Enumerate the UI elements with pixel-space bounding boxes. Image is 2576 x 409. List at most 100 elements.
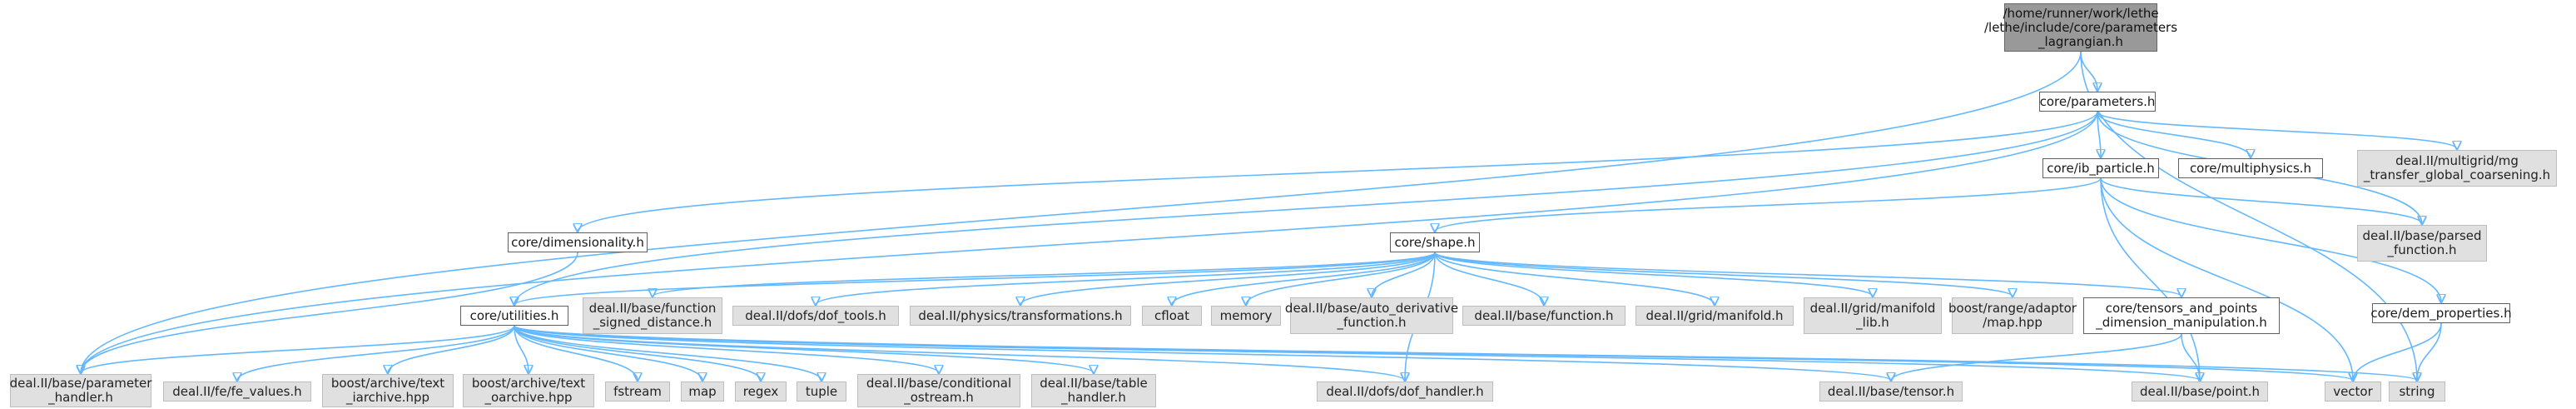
node-label-line: memory	[1219, 307, 1273, 323]
node-label-line: core/shape.h	[1394, 234, 1476, 250]
edge-shape-to-manifold_lib	[1434, 252, 1873, 297]
node-vector[interactable]: vector	[2325, 382, 2381, 402]
node-label-line: boost/archive/text	[330, 376, 445, 391]
node-label-line: regex	[742, 383, 779, 399]
node-dem-properties[interactable]: core/dem_properties.h	[2370, 303, 2512, 323]
node-label-line: deal.II/multigrid/mg	[2395, 153, 2519, 168]
node-label-line: fstream	[613, 383, 662, 399]
node-lagrangian[interactable]: /home/runner/work/lethe/lethe/include/co…	[1984, 3, 2177, 52]
node-function[interactable]: deal.II/base/function.h	[1462, 306, 1626, 326]
node-label-line: deal.II/base/conditional	[866, 376, 1012, 391]
node-dof-tools[interactable]: deal.II/dofs/dof_tools.h	[732, 306, 899, 326]
node-label-line: deal.II/grid/manifold.h	[1645, 307, 1784, 323]
edge-utilities-to-tuple	[514, 325, 821, 381]
edge-ib_particle-to-dem_properties	[2100, 177, 2441, 302]
node-parameters[interactable]: core/parameters.h	[2039, 92, 2156, 112]
node-label-line: deal.II/base/point.h	[2139, 383, 2261, 399]
node-label-line: core/tensors_and_points	[2105, 301, 2258, 316]
node-dimensionality[interactable]: core/dimensionality.h	[508, 232, 648, 252]
node-label-line: core/parameters.h	[2039, 93, 2156, 109]
node-auto-derivative[interactable]: deal.II/base/auto_derivative_function.h	[1285, 297, 1458, 334]
node-fstream[interactable]: fstream	[605, 382, 670, 402]
node-ib-particle[interactable]: core/ib_particle.h	[2042, 158, 2159, 178]
edge-dimensionality-to-parameter_handler	[81, 252, 578, 373]
edge-shape-to-cfloat	[1172, 252, 1436, 305]
node-parameter-handler[interactable]: deal.II/base/parameter_handler.h	[10, 374, 151, 407]
node-tensor[interactable]: deal.II/base/tensor.h	[1819, 382, 1963, 402]
node-label-line: _lagrangian.h	[2038, 33, 2123, 49]
node-point[interactable]: deal.II/base/point.h	[2132, 382, 2268, 402]
node-label-line: core/dimensionality.h	[511, 234, 644, 250]
edge-parameters-to-parameter_handler	[81, 111, 2098, 373]
node-multiphysics[interactable]: core/multiphysics.h	[2178, 158, 2323, 178]
node-label-line: _transfer_global_coarsening.h	[2363, 167, 2551, 182]
node-text-iarchive[interactable]: boost/archive/text_iarchive.hpp	[322, 374, 454, 407]
node-conditional-ostream[interactable]: deal.II/base/conditional_ostream.h	[857, 374, 1020, 407]
node-label-line: /map.hpp	[1983, 315, 2042, 330]
node-label-line: deal.II/base/function	[588, 301, 717, 316]
node-label-line: _function.h	[1337, 315, 1407, 330]
node-table-handler[interactable]: deal.II/base/table_handler.h	[1031, 374, 1156, 407]
node-utilities[interactable]: core/utilities.h	[460, 306, 568, 326]
edge-shape-to-function	[1434, 252, 1544, 305]
node-label-line: deal.II/fe/fe_values.h	[172, 383, 302, 399]
node-label-line: _oarchive.hpp	[484, 390, 573, 405]
edge-utilities-to-text_iarchive	[388, 325, 515, 373]
node-transformations[interactable]: deal.II/physics/transformations.h	[910, 306, 1131, 326]
edge-utilities-to-table_handler	[514, 325, 1094, 373]
node-label-line: /lethe/include/core/parameters	[1983, 19, 2178, 35]
node-signed-distance[interactable]: deal.II/base/function_signed_distance.h	[583, 297, 722, 334]
node-label-line: core/utilities.h	[469, 307, 559, 323]
edge-utilities-to-conditional_ostream	[514, 325, 939, 373]
edge-ib_particle-to-point	[2100, 177, 2200, 381]
node-string[interactable]: string	[2389, 382, 2445, 402]
node-parsed-function[interactable]: deal.II/base/parsed_function.h	[2357, 225, 2487, 262]
edge-shape-to-manifold	[1434, 252, 1715, 305]
edge-parameters-to-ib_particle	[2097, 111, 2101, 157]
node-label-line: boost/archive/text	[471, 376, 586, 391]
edge-shape-to-dof_tools	[816, 252, 1436, 305]
edge-shape-to-transformations	[1020, 252, 1436, 305]
node-label-line: deal.II/base/auto_derivative	[1284, 301, 1459, 316]
node-map-hpp[interactable]: boost/range/adaptor/map.hpp	[1948, 297, 2077, 334]
node-dof-handler[interactable]: deal.II/dofs/dof_handler.h	[1317, 382, 1493, 402]
node-mg-transfer[interactable]: deal.II/multigrid/mg_transfer_global_coa…	[2357, 150, 2557, 187]
node-label-line: tuple	[805, 383, 838, 399]
node-label-line: deal.II/base/parameter	[9, 376, 152, 391]
node-label-line: _function.h	[2387, 242, 2457, 257]
node-label-line: core/ib_particle.h	[2047, 160, 2155, 176]
node-label-line: deal.II/base/table	[1040, 376, 1148, 391]
node-label-line: deal.II/physics/transformations.h	[918, 307, 1123, 323]
node-label-line: deal.II/dofs/dof_tools.h	[745, 307, 886, 323]
node-fe-values[interactable]: deal.II/fe/fe_values.h	[163, 382, 311, 402]
edge-utilities-to-parameter_handler	[81, 325, 515, 373]
node-tuple[interactable]: tuple	[797, 382, 846, 402]
node-label-line: vector	[2333, 383, 2373, 399]
edge-shape-to-memory	[1246, 252, 1436, 305]
node-label-line: string	[2399, 383, 2435, 399]
node-cfloat[interactable]: cfloat	[1142, 306, 1202, 326]
node-label-line: /home/runner/work/lethe	[2003, 5, 2159, 21]
node-shape[interactable]: core/shape.h	[1390, 232, 1480, 252]
edge-dem_properties-to-vector	[2353, 322, 2442, 381]
edge-shape-to-tensors_points	[1434, 252, 2181, 297]
node-regex[interactable]: regex	[735, 382, 787, 402]
edge-lagrangian-to-parameter_handler	[81, 51, 2082, 373]
node-map[interactable]: map	[681, 382, 724, 402]
node-manifold-lib[interactable]: deal.II/grid/manifold_lib.h	[1804, 297, 1942, 334]
edge-shape-to-auto_derivative	[1372, 252, 1436, 297]
node-label-line: deal.II/base/tensor.h	[1827, 383, 1955, 399]
node-label-line: map	[688, 383, 717, 399]
node-tensors-points[interactable]: core/tensors_and_points_dimension_manipu…	[2083, 297, 2280, 334]
node-memory[interactable]: memory	[1211, 306, 1281, 326]
node-label-line: deal.II/base/parsed	[2362, 228, 2482, 243]
edge-ib_particle-to-parsed_function	[2100, 177, 2422, 224]
edge-utilities-to-fstream	[514, 325, 638, 381]
node-manifold[interactable]: deal.II/grid/manifold.h	[1635, 306, 1794, 326]
node-label-line: deal.II/grid/manifold	[1809, 301, 1936, 316]
edge-parameters-to-mg_transfer	[2097, 111, 2457, 149]
node-text-oarchive[interactable]: boost/archive/text_oarchive.hpp	[463, 374, 594, 407]
edge-utilities-to-fe_values	[237, 325, 515, 381]
edge-parameters-to-dimensionality	[578, 111, 2098, 232]
